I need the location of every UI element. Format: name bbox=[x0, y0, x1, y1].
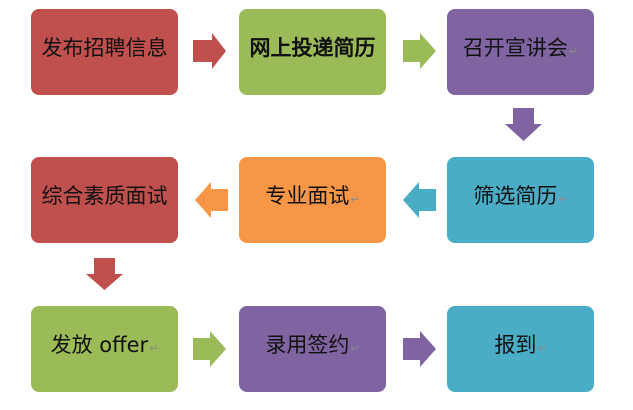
step-label: 报到 bbox=[447, 318, 594, 376]
step-label: 录用签约 bbox=[239, 318, 386, 376]
step-label: 发放 offer bbox=[31, 318, 178, 376]
arrow-left-icon bbox=[195, 182, 228, 219]
arrow-right-icon bbox=[193, 33, 226, 70]
step-professional-interview: 专业面试 bbox=[239, 157, 386, 243]
step-label: 专业面试 bbox=[239, 169, 386, 227]
step-hire-and-sign: 录用签约 bbox=[239, 306, 386, 392]
step-label: 综合素质面试 bbox=[41, 184, 168, 208]
arrow-right-icon bbox=[403, 331, 436, 368]
step-comprehensive-interview: 综合素质面试 bbox=[31, 157, 178, 243]
arrow-right-icon bbox=[403, 33, 436, 70]
step-post-recruitment-info: 发布招聘信息 bbox=[31, 9, 178, 95]
step-report-for-duty: 报到 bbox=[447, 306, 594, 392]
step-info-session: 召开宣讲会 bbox=[447, 9, 594, 95]
arrow-down-icon bbox=[86, 258, 123, 290]
step-issue-offer: 发放 offer bbox=[31, 306, 178, 392]
arrow-down-icon bbox=[505, 108, 542, 141]
step-label: 发布招聘信息 bbox=[41, 36, 168, 60]
step-label: 召开宣讲会 bbox=[447, 21, 594, 79]
step-online-resume-submission: 网上投递简历 bbox=[239, 9, 386, 95]
step-resume-screening: 筛选简历 bbox=[447, 157, 594, 243]
step-label: 筛选简历 bbox=[447, 169, 594, 227]
arrow-right-icon bbox=[193, 331, 226, 368]
arrow-left-icon bbox=[403, 182, 436, 219]
step-label: 网上投递简历 bbox=[249, 36, 376, 60]
